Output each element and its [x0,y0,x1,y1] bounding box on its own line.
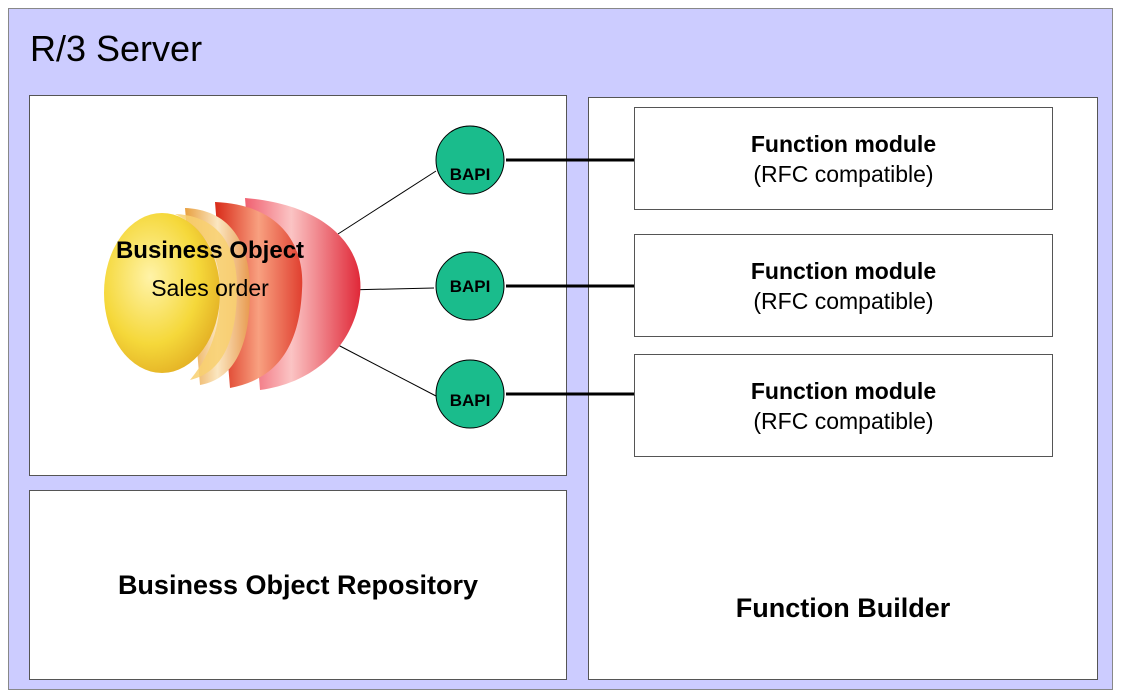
function-module-box: Function module (RFC compatible) [634,234,1053,337]
function-module-title: Function module [750,257,937,284]
business-object-repository-panel: Business Object Repository [29,490,567,680]
bapi-node [435,251,505,321]
connector-line [345,287,435,291]
connector-line [337,344,437,397]
bapi-node [435,359,505,429]
bapi-label: BAPI [450,165,491,184]
function-module-title: Function module [750,130,937,157]
business-object-subtitle: Sales order [151,275,269,301]
server-title: R/3 Server [30,28,203,69]
function-module-title: Function module [750,377,937,404]
business-object-title: Business Object [115,237,305,264]
business-object-egg-icon [104,198,361,390]
function-module-subtitle: (RFC compatible) [753,287,934,314]
function-module-box: Function module (RFC compatible) [634,107,1053,210]
function-module-box: Function module (RFC compatible) [634,354,1053,457]
bapi-label: BAPI [450,277,491,296]
function-module-subtitle: (RFC compatible) [753,160,934,187]
function-module-subtitle: (RFC compatible) [753,407,934,434]
bapi-node [435,125,505,195]
connector-line [337,170,437,235]
function-builder-label: Function Builder [735,593,951,623]
bapi-label: BAPI [450,391,491,410]
business-object-repository-label: Business Object Repository [117,569,479,600]
